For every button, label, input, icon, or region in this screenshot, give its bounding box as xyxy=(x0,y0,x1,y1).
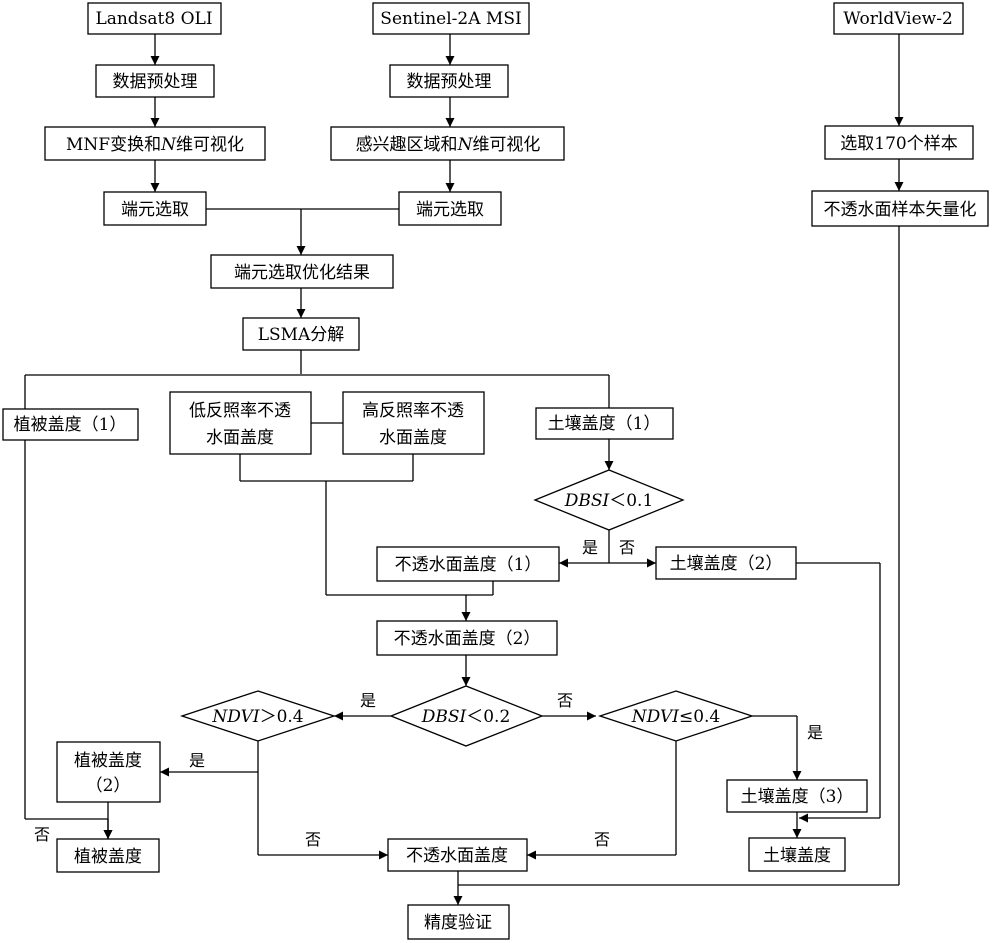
svg-text:土壤盖度（2）: 土壤盖度（2） xyxy=(670,553,783,574)
edge-labels: 是 否 是 否 是 否 是 否 否 xyxy=(34,538,823,849)
svg-text:植被盖度: 植被盖度 xyxy=(74,751,142,771)
node-impervious-1: 不透水面盖度（1） xyxy=(376,546,560,582)
label-yes-dbsi02: 是 xyxy=(360,691,376,710)
svg-text:土壤盖度（3）: 土壤盖度（3） xyxy=(741,786,854,807)
svg-text:端元选取优化结果: 端元选取优化结果 xyxy=(234,263,370,283)
node-soil-3: 土壤盖度（3） xyxy=(726,779,868,813)
node-mnf: MNF变换和N维可视化 xyxy=(44,126,266,161)
node-soil-final: 土壤盖度 xyxy=(748,837,846,872)
svg-text:数据预处理: 数据预处理 xyxy=(407,72,492,92)
node-lsma: LSMA分解 xyxy=(242,317,360,351)
svg-text:不透水面盖度（2）: 不透水面盖度（2） xyxy=(394,629,541,649)
label-yes-ndvi-gt: 是 xyxy=(189,751,205,770)
node-low-albedo: 低反照率不透 水面盖度 xyxy=(169,391,312,455)
svg-text:DBSI＜0.2: DBSI＜0.2 xyxy=(421,707,511,727)
svg-text:不透水面盖度: 不透水面盖度 xyxy=(406,846,508,866)
node-sentinel: Sentinel-2A MSI xyxy=(372,2,530,35)
svg-text:低反照率不透: 低反照率不透 xyxy=(189,401,291,421)
node-vegetation-2: 植被盖度 （2） xyxy=(56,741,161,803)
node-decision-dbsi-02: DBSI＜0.2 xyxy=(389,685,544,747)
label-no-dbsi02: 否 xyxy=(557,691,573,710)
node-decision-ndvi-le-04: NDVI≤0.4 xyxy=(597,690,755,742)
node-decision-dbsi-01: DBSI＜0.1 xyxy=(533,469,685,531)
node-roi: 感兴趣区域和N维可视化 xyxy=(330,126,565,161)
node-high-albedo: 高反照率不透 水面盖度 xyxy=(342,391,485,455)
svg-text:土壤盖度（1）: 土壤盖度（1） xyxy=(548,413,661,434)
svg-text:端元选取: 端元选取 xyxy=(121,200,189,220)
svg-text:感兴趣区域和N维可视化: 感兴趣区域和N维可视化 xyxy=(356,135,541,155)
svg-text:不透水面样本矢量化: 不透水面样本矢量化 xyxy=(824,200,977,220)
node-soil-2: 土壤盖度（2） xyxy=(655,546,797,580)
node-impervious-final: 不透水面盖度 xyxy=(387,838,528,872)
svg-text:高反照率不透: 高反照率不透 xyxy=(362,401,464,421)
svg-text:Sentinel-2A MSI: Sentinel-2A MSI xyxy=(380,9,521,29)
svg-text:植被盖度: 植被盖度 xyxy=(74,847,142,867)
label-no-dbsi01: 否 xyxy=(619,538,635,557)
label-yes-ndvi-le: 是 xyxy=(807,723,823,742)
svg-text:水面盖度: 水面盖度 xyxy=(206,428,274,448)
svg-text:NDVI＞0.4: NDVI＞0.4 xyxy=(211,707,303,727)
node-endmember-landsat: 端元选取 xyxy=(103,191,207,226)
svg-text:LSMA分解: LSMA分解 xyxy=(258,325,345,345)
svg-text:水面盖度: 水面盖度 xyxy=(379,428,447,448)
label-no-vegetation: 否 xyxy=(34,825,50,844)
svg-text:植被盖度（1）: 植被盖度（1） xyxy=(14,415,127,435)
node-vegetation-final: 植被盖度 xyxy=(56,838,160,873)
svg-text:WorldView-2: WorldView-2 xyxy=(843,9,953,29)
node-vegetation-1: 植被盖度（1） xyxy=(2,408,139,441)
svg-text:DBSI＜0.1: DBSI＜0.1 xyxy=(564,491,654,511)
svg-text:NDVI≤0.4: NDVI≤0.4 xyxy=(631,707,720,727)
svg-text:Landsat8 OLI: Landsat8 OLI xyxy=(95,9,212,29)
svg-text:不透水面盖度（1）: 不透水面盖度（1） xyxy=(395,555,542,575)
node-worldview: WorldView-2 xyxy=(833,2,964,35)
node-accuracy: 精度验证 xyxy=(407,904,510,940)
node-preprocess-landsat: 数据预处理 xyxy=(95,64,215,98)
node-soil-1: 土壤盖度（1） xyxy=(535,407,674,440)
node-landsat: Landsat8 OLI xyxy=(87,2,222,35)
svg-text:端元选取: 端元选取 xyxy=(416,200,484,220)
svg-text:数据预处理: 数据预处理 xyxy=(113,72,198,92)
label-no-ndvi-gt: 否 xyxy=(305,830,321,849)
node-endmember-optimized: 端元选取优化结果 xyxy=(210,254,394,289)
node-endmember-sentinel: 端元选取 xyxy=(398,191,502,226)
svg-text:土壤盖度: 土壤盖度 xyxy=(763,845,831,866)
svg-text:选取170个样本: 选取170个样本 xyxy=(840,134,957,154)
label-yes-dbsi01: 是 xyxy=(582,538,598,557)
svg-text:（2）: （2） xyxy=(86,776,131,796)
node-impervious-vector: 不透水面样本矢量化 xyxy=(811,190,989,227)
svg-text:精度验证: 精度验证 xyxy=(424,913,492,933)
node-sample-select: 选取170个样本 xyxy=(824,125,974,160)
node-impervious-2: 不透水面盖度（2） xyxy=(376,620,558,656)
node-preprocess-sentinel: 数据预处理 xyxy=(389,64,509,98)
label-no-ndvi-le: 否 xyxy=(594,830,610,849)
connectors xyxy=(24,34,904,905)
node-decision-ndvi-gt-04: NDVI＞0.4 xyxy=(179,690,337,742)
svg-text:MNF变换和N维可视化: MNF变换和N维可视化 xyxy=(66,135,244,155)
